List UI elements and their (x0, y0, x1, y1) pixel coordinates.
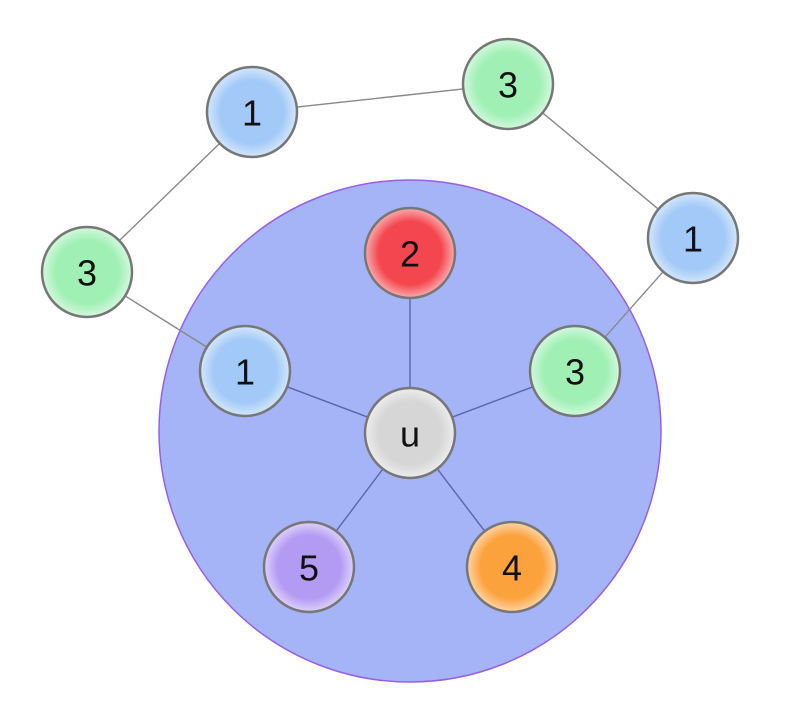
edge-center-n3_inner (451, 386, 534, 418)
node-label: 3 (565, 352, 585, 393)
node-center: u (363, 386, 457, 480)
node-label: 1 (235, 352, 255, 393)
node-label: 3 (498, 65, 518, 106)
node-label: 5 (299, 548, 319, 589)
edge-center-n1_inner (286, 386, 369, 418)
node-n3_top: 3 (461, 37, 555, 131)
edge-n1_right-n3_inner (604, 271, 664, 338)
node-label: 1 (683, 219, 703, 260)
node-circle (363, 386, 457, 480)
node-circle (262, 520, 356, 614)
node-n1_right: 1 (646, 191, 740, 285)
node-n1_inner: 1 (198, 324, 292, 418)
node-circle (528, 324, 622, 418)
edge-n3_top-n1_right (542, 112, 659, 210)
node-n3_left: 3 (40, 225, 134, 319)
edge-n3_left-n1_top (118, 142, 221, 242)
node-circle (363, 206, 457, 300)
edge-center-n4 (436, 468, 486, 532)
node-circle (461, 37, 555, 131)
node-circle (40, 225, 134, 319)
node-label: u (400, 414, 420, 455)
edge-n1_top-n3_top (296, 88, 464, 108)
node-circle (198, 324, 292, 418)
edge-n1_inner-n3_left (124, 295, 208, 348)
node-label: 4 (502, 548, 522, 589)
node-n1_top: 1 (205, 65, 299, 159)
node-label: 3 (77, 253, 97, 294)
node-n5: 5 (262, 520, 356, 614)
node-label: 2 (400, 234, 420, 275)
node-n2: 2 (363, 206, 457, 300)
node-label: 1 (242, 93, 262, 134)
node-circle (646, 191, 740, 285)
node-layer: u 2 1 3 5 4 3 1 3 1 (40, 37, 740, 614)
node-n4: 4 (465, 520, 559, 614)
node-circle (205, 65, 299, 159)
edge-center-n5 (335, 468, 384, 532)
node-circle (465, 520, 559, 614)
edge-layer (118, 88, 664, 532)
node-n3_inner: 3 (528, 324, 622, 418)
